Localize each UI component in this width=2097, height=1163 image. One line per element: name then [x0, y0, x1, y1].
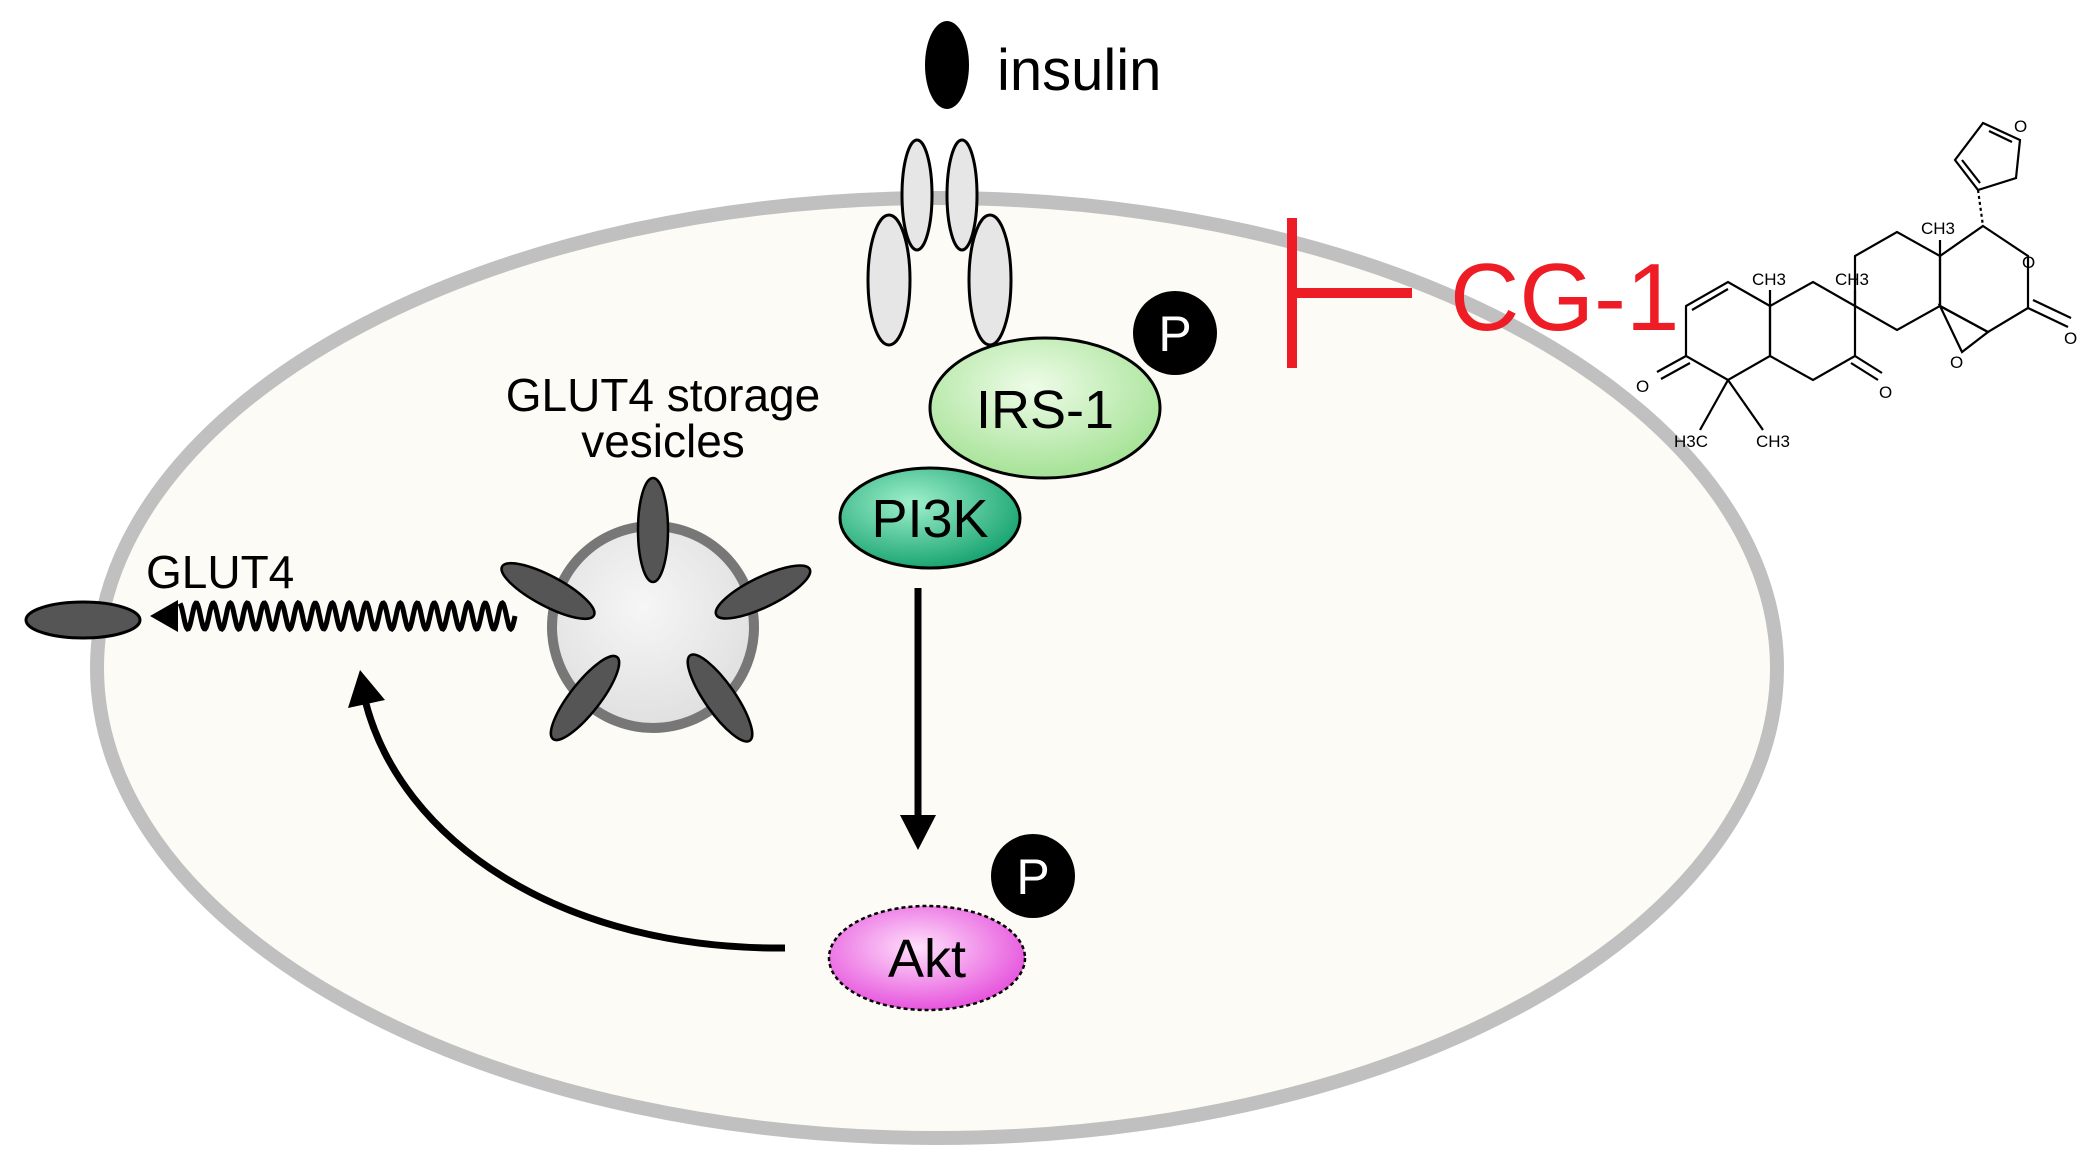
akt-phospho-badge	[991, 834, 1075, 918]
irs1-phospho-label: P	[1158, 306, 1191, 362]
insulin-label: insulin	[997, 38, 1161, 103]
akt-to-glut4-arrowhead	[348, 670, 385, 708]
methyl-label-4: H3C	[1674, 432, 1708, 451]
irs1-label: IRS-1	[976, 380, 1114, 440]
cg1-inhibition-symbol	[1287, 218, 1412, 368]
akt-to-glut4-arrow	[361, 699, 786, 952]
akt-label: Akt	[888, 929, 966, 989]
pi3k-label: PI3K	[871, 489, 988, 549]
cg1-structure-labels: O O O O O O CH3 CH3 CH3 H3C CH3	[1636, 117, 2077, 451]
glut4-storage-label-line2: vesicles	[581, 415, 745, 467]
akt-phospho-label: P	[1016, 849, 1049, 905]
akt-node	[827, 904, 1027, 1012]
methyl-label-2: CH3	[1752, 270, 1786, 289]
insulin-receptor	[866, 138, 1013, 347]
lactone-oxygen-label: O	[2022, 253, 2035, 272]
cg1-chemical-structure	[1656, 121, 2072, 431]
pi3k-node	[838, 466, 1022, 570]
glut4-membrane-transporter	[24, 600, 142, 640]
glut4-storage-label-line1: GLUT4 storage	[506, 369, 820, 421]
irs1-node	[928, 336, 1162, 480]
cg1-label: CG-1	[1450, 244, 1679, 351]
epoxide-oxygen-label: O	[1950, 353, 1963, 372]
cell-membrane	[90, 191, 1784, 1145]
ring-a-ketone-oxygen-label: O	[1636, 377, 1649, 396]
irs1-phospho-badge	[1133, 291, 1217, 375]
glut4-label: GLUT4	[146, 546, 294, 598]
methyl-label-5: CH3	[1756, 432, 1790, 451]
lactone-carbonyl-oxygen-label: O	[2064, 329, 2077, 348]
glut4-translocation-arrowhead	[150, 600, 178, 632]
insulin-molecule	[925, 21, 969, 109]
glut4-translocation-wave	[177, 599, 518, 633]
methyl-label-1: CH3	[1921, 219, 1955, 238]
glut4-storage-vesicle	[500, 476, 812, 743]
furan-oxygen-label: O	[2014, 117, 2027, 136]
methyl-label-3: CH3	[1835, 270, 1869, 289]
pi3k-to-akt-arrowhead	[900, 815, 936, 850]
ring-b-ketone-oxygen-label: O	[1879, 383, 1892, 402]
